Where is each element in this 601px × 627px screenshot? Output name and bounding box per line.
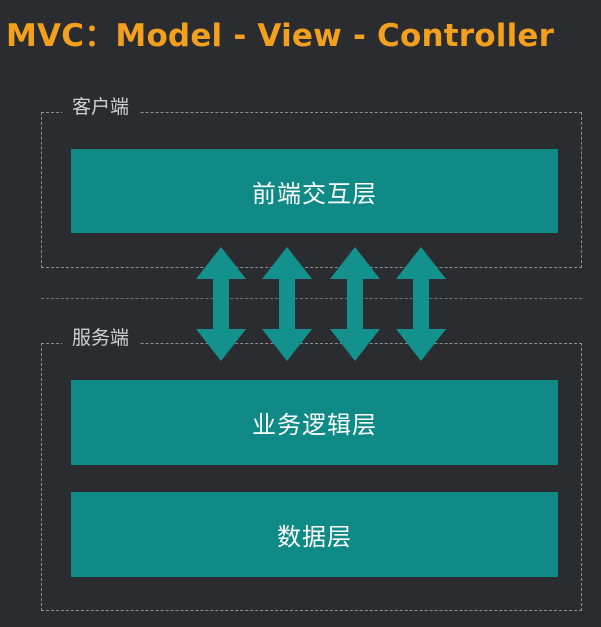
tier-divider <box>41 298 582 299</box>
server-group-label: 服务端 <box>62 325 140 351</box>
diagram-title: MVC：Model - View - Controller <box>6 18 555 54</box>
business-logic-layer: 业务逻辑层 <box>71 380 558 465</box>
data-layer: 数据层 <box>71 492 558 577</box>
client-group-label: 客户端 <box>62 94 140 120</box>
frontend-interaction-layer: 前端交互层 <box>71 149 558 233</box>
